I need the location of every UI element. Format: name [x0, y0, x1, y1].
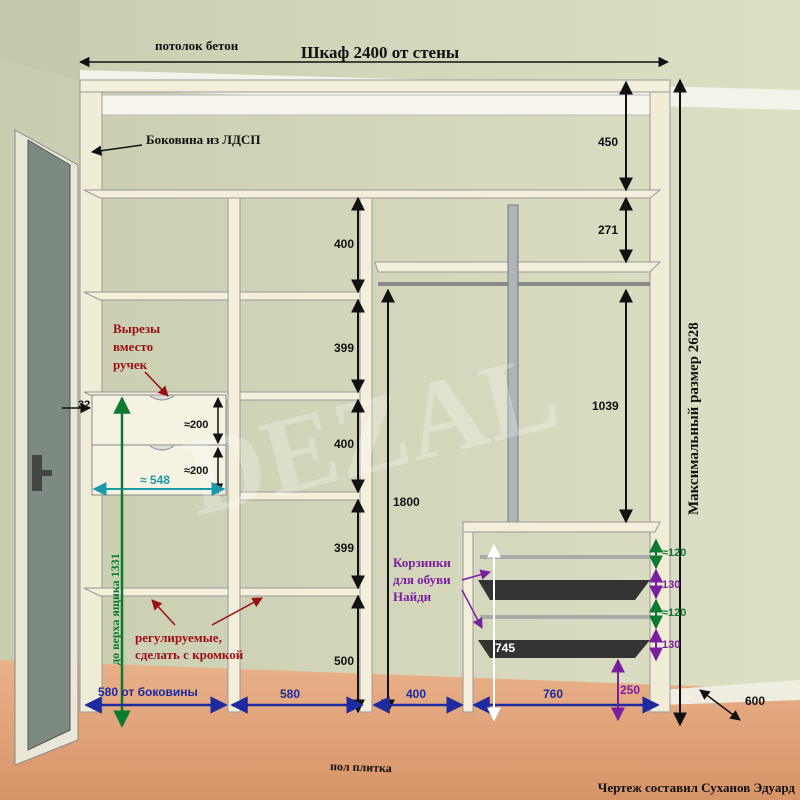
- cutout-icon: [149, 395, 175, 401]
- room-door-glass: [27, 139, 71, 751]
- baskets-label: Корзинки для обуви Найди: [393, 555, 454, 604]
- dim-548: ≈ 548: [140, 473, 170, 487]
- dim-32: 32: [78, 399, 90, 411]
- dim-130a: 130: [662, 579, 680, 591]
- cutouts-line: Вырезы: [113, 321, 160, 336]
- top-rail: [99, 94, 661, 116]
- baskets-line: для обуви: [393, 572, 451, 587]
- drawer-top-label: до верха ящика 1331: [108, 553, 122, 665]
- dim-580b: 580: [280, 687, 300, 701]
- author-label: Чертеж составил Суханов Эдуард: [598, 780, 796, 795]
- dim-450: 450: [598, 135, 618, 149]
- dim-400c: 400: [406, 687, 426, 701]
- dim-400b: 400: [334, 437, 354, 451]
- dim-760: 760: [543, 687, 563, 701]
- dim-250: 250: [620, 683, 640, 697]
- dim-399a: 399: [334, 341, 354, 355]
- dim-1039: 1039: [592, 399, 619, 413]
- cutouts-line: ручек: [113, 357, 148, 372]
- dim-580a: 580 от боковины: [98, 685, 198, 699]
- shoe-basket-unit: [462, 521, 661, 713]
- dim-600: 600: [745, 694, 765, 708]
- door-lever-icon: [34, 470, 52, 476]
- title-label: Шкаф 2400 от стены: [301, 43, 459, 62]
- main-shelf: [83, 189, 662, 199]
- dim-200a: ≈200: [184, 419, 208, 431]
- floor-label: пол плитка: [330, 759, 392, 775]
- cutout-icon: [149, 445, 175, 451]
- side-panel-label: Боковина из ЛДСП: [146, 132, 260, 147]
- floor: [0, 660, 800, 800]
- dim-120a: ≈120: [662, 547, 686, 559]
- cutouts-label: Вырезы вместо ручек: [113, 321, 163, 372]
- dim-271: 271: [598, 223, 618, 237]
- adjustable-line: сделать с кромкой: [135, 647, 244, 662]
- dim-130b: 130: [662, 639, 680, 651]
- dim-399b: 399: [334, 541, 354, 555]
- right-side-panel: [649, 91, 671, 713]
- adjustable-line: регулируемые,: [135, 630, 222, 645]
- baskets-line: Корзинки: [393, 555, 451, 570]
- top-panel: [79, 79, 671, 93]
- dim-400a: 400: [334, 237, 354, 251]
- adjustable-label: регулируемые, сделать с кромкой: [135, 630, 244, 662]
- dim-200b: ≈200: [184, 465, 208, 477]
- dim-120b: ≈120: [662, 607, 686, 619]
- dim-500: 500: [334, 654, 354, 668]
- max-size-label: Максимальный размер 2628: [686, 322, 702, 515]
- ceiling-label: потолок бетон: [155, 38, 239, 53]
- dim-1800: 1800: [393, 495, 420, 509]
- baskets-line: Найди: [393, 589, 432, 604]
- left-wall: [0, 0, 80, 80]
- cutouts-line: вместо: [113, 339, 153, 354]
- dim-745: 745: [495, 641, 515, 655]
